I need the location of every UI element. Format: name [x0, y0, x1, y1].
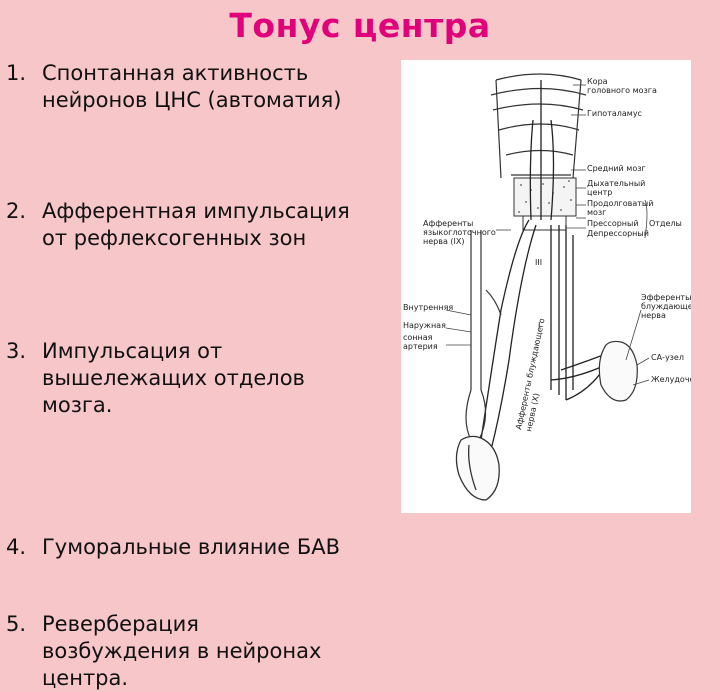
- item-number: 2.: [6, 199, 27, 223]
- label-internal-carotid: Внутренняя: [403, 303, 453, 312]
- factor-list: 1. Спонтанная активность нейронов ЦНС (а…: [6, 60, 401, 690]
- list-item: 1. Спонтанная активность нейронов ЦНС (а…: [6, 60, 401, 114]
- label-medulla-1: Продолговатый: [587, 199, 653, 208]
- label-glosso-1: Афференты: [423, 219, 473, 228]
- item-number: 4.: [6, 535, 27, 559]
- brain-outline: [490, 73, 587, 179]
- label-resp-center-2: центр: [587, 188, 612, 197]
- label-sections: Отделы: [649, 219, 682, 228]
- neural-pathways: [480, 80, 617, 451]
- cardiovascular-center-diagram: Кора головного мозга Гипоталамус Средний…: [401, 60, 691, 513]
- medulla-region: [513, 177, 577, 231]
- item-line: Афферентная импульсация: [42, 199, 350, 223]
- label-vagus-efferent-1: Эфференты: [641, 293, 691, 302]
- item-number: 3.: [6, 339, 27, 363]
- item-line: центра.: [42, 666, 129, 690]
- diagram-svg: Кора головного мозга Гипоталамус Средний…: [403, 73, 691, 501]
- sections-bracket: [644, 199, 648, 239]
- label-common-carotid-1: сонная: [403, 333, 433, 342]
- leader-lines: [445, 84, 650, 386]
- item-line: Гуморальные влияние БАВ: [42, 535, 341, 559]
- label-roman-1: I: [538, 321, 540, 330]
- item-number: 5.: [6, 612, 27, 636]
- list-item: 2. Афферентная импульсация от рефлексоге…: [6, 198, 401, 252]
- slide-title: Тонус центра: [229, 6, 491, 45]
- label-vagus-efferent-2: блуждающего: [641, 302, 691, 311]
- label-midbrain: Средний мозг: [587, 164, 646, 173]
- heart: [455, 435, 500, 501]
- item-line: мозга.: [42, 393, 113, 417]
- item-line: Спонтанная активность: [42, 61, 309, 85]
- list-item: 5. Реверберация возбуждения в нейронах ц…: [6, 611, 401, 692]
- item-line: Реверберация: [42, 612, 199, 636]
- label-common-carotid-2: артерия: [403, 342, 438, 351]
- list-item: 3. Импульсация от вышележащих отделов мо…: [6, 338, 401, 419]
- item-number: 1.: [6, 61, 27, 85]
- carotid-arteries: [465, 230, 502, 441]
- label-external-carotid: Наружная: [403, 321, 446, 330]
- item-line: возбуждения в нейронах: [42, 639, 322, 663]
- item-line: от рефлексогенных зон: [42, 226, 307, 250]
- label-vagus-efferent-3: нерва: [641, 311, 666, 320]
- label-hypothalamus: Гипоталамус: [587, 109, 642, 118]
- item-line: вышележащих отделов: [42, 366, 305, 390]
- sa-heart: [598, 340, 638, 402]
- label-resp-center-1: Дыхательный: [587, 179, 645, 188]
- label-roman-3: III: [535, 258, 542, 267]
- label-glosso-2: языкоглоточного: [423, 228, 496, 237]
- list-item: 4. Гуморальные влияние БАВ: [6, 534, 401, 561]
- label-pressor: Прессорный: [587, 219, 639, 228]
- label-cortex-1: Кора: [587, 77, 608, 86]
- label-depressor: Депрессорный: [587, 229, 649, 238]
- item-line: нейронов ЦНС (автоматия): [42, 88, 342, 112]
- label-ventricle: Желудочек: [651, 375, 691, 384]
- item-line: Импульсация от: [42, 339, 223, 363]
- label-glosso-3: нерва (IX): [423, 237, 464, 246]
- label-cortex-2: головного мозга: [587, 86, 657, 95]
- label-medulla-2: мозг: [587, 208, 606, 217]
- label-sa-node: СА-узел: [651, 353, 684, 362]
